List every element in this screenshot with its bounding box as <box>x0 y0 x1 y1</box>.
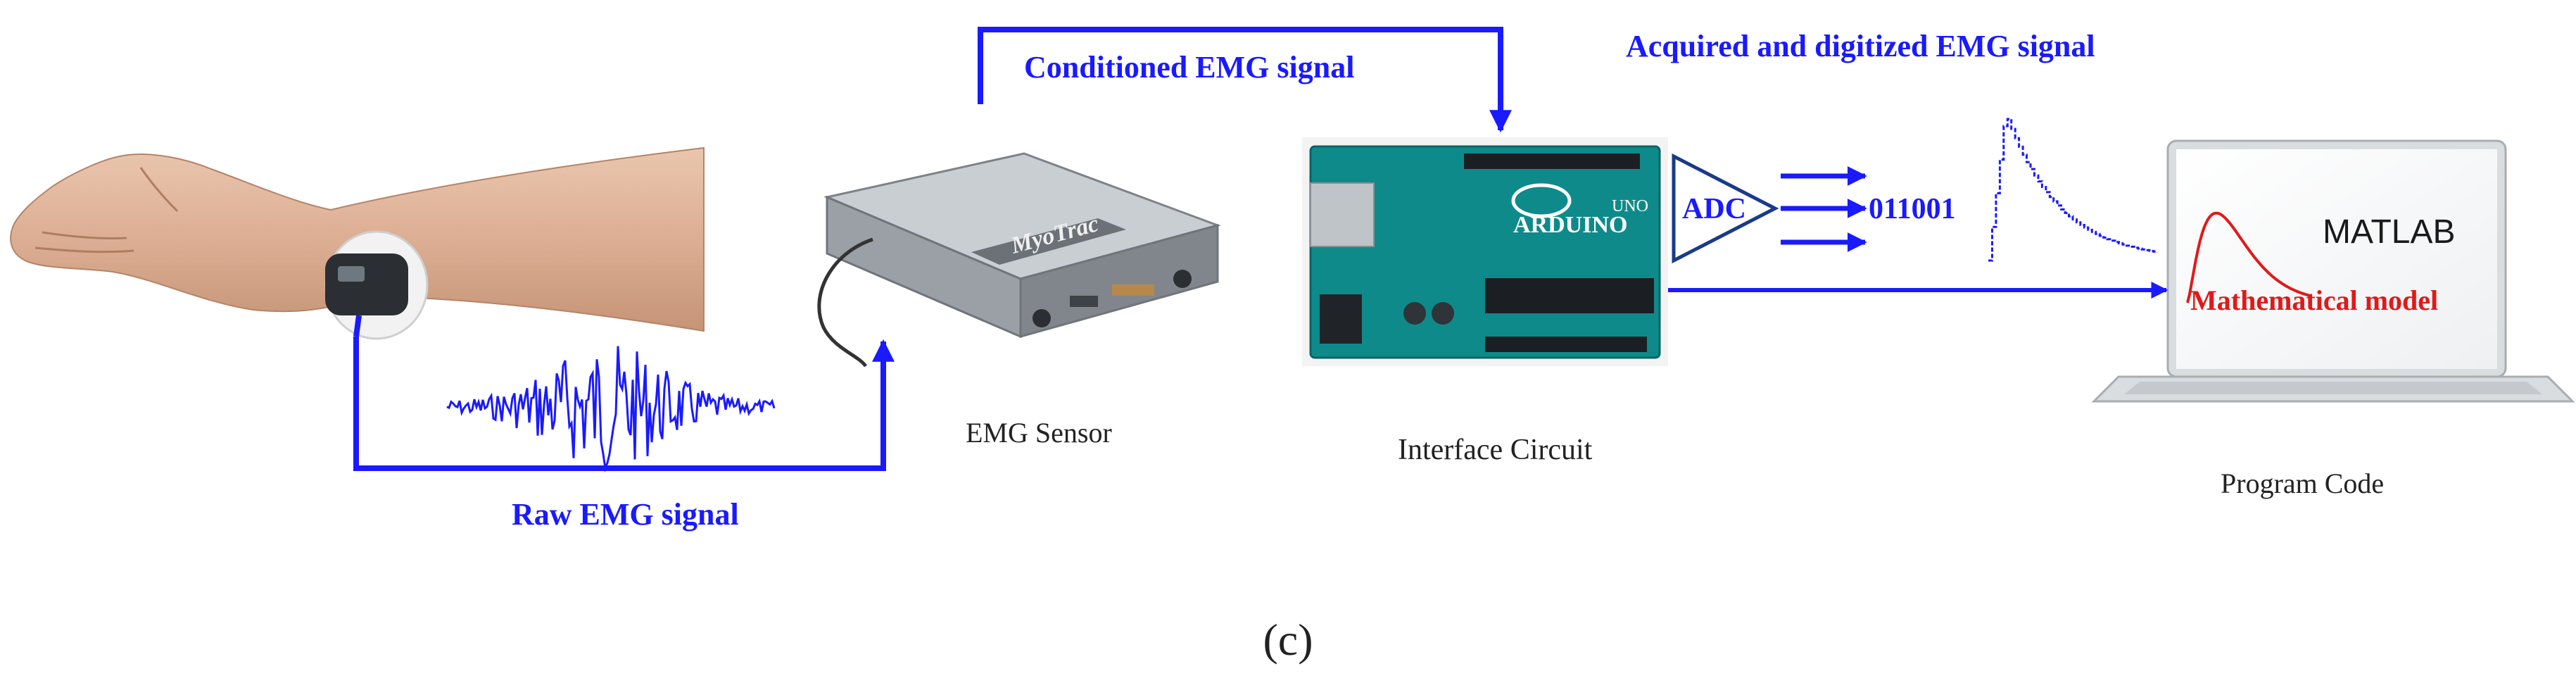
emg-sensor-device: MyoTrac <box>817 152 1221 368</box>
adc-block: ADC <box>1672 153 1779 264</box>
raw-signal-connector <box>353 337 895 471</box>
program-code-caption: Program Code <box>2221 468 2384 499</box>
digitized-emg-waveform <box>1988 118 2159 262</box>
emg-electrode <box>324 230 429 340</box>
conditioned-signal-label: Conditioned EMG signal <box>1024 50 1354 84</box>
raw-emg-waveform <box>446 346 776 472</box>
arduino-uno-label: UNO <box>1612 197 1648 215</box>
arduino-board: ARDUINO UNO <box>1302 137 1668 366</box>
adc-label: ADC <box>1682 193 1746 225</box>
raw-signal-label: Raw EMG signal <box>512 497 739 532</box>
mathematical-model-label: Mathematical model <box>2190 284 2438 316</box>
matlab-label: MATLAB <box>2323 213 2455 251</box>
adc-output-arrows <box>1781 166 1867 252</box>
interface-circuit-caption: Interface Circuit <box>1398 434 1593 466</box>
mathematical-model-curve <box>2186 211 2311 303</box>
laptop: MATLAB Mathematical model <box>2091 139 2575 403</box>
conditioned-signal-connector <box>978 27 1512 133</box>
acquired-signal-label: Acquired and digitized EMG signal <box>1626 29 2095 63</box>
binary-output-label: 011001 <box>1869 193 1956 225</box>
emg-sensor-caption: EMG Sensor <box>966 417 1112 449</box>
panel-label: (c) <box>1263 615 1313 665</box>
